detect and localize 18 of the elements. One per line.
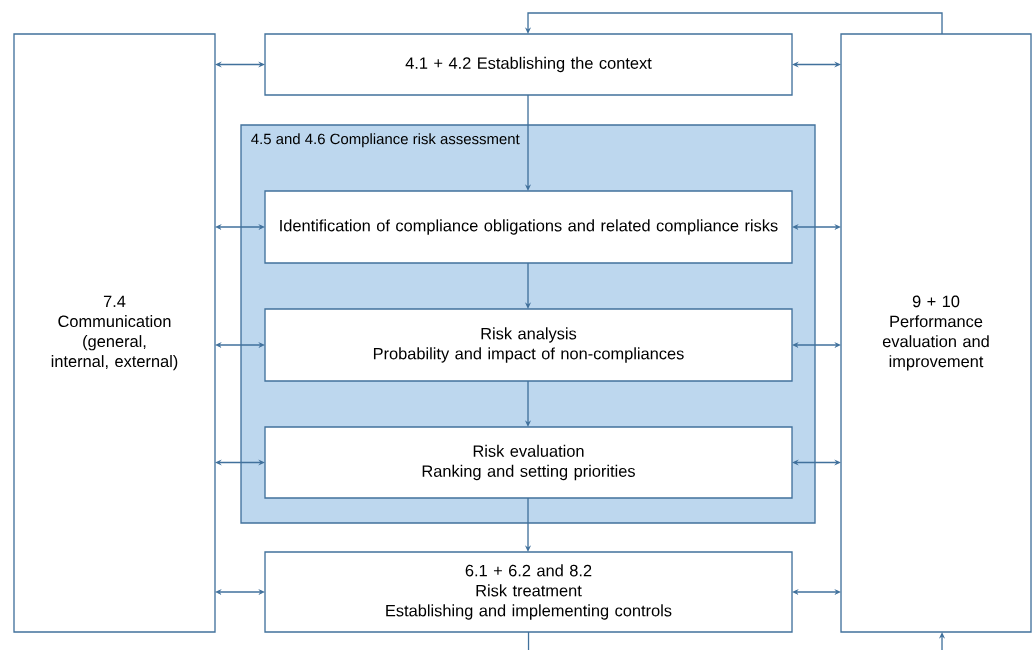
arrow bbox=[215, 61, 265, 68]
arrow bbox=[792, 341, 841, 349]
arrow bbox=[215, 341, 265, 349]
process-box: 7.4 Communication (general, internal, external) bbox=[13, 33, 216, 633]
arrow bbox=[792, 459, 841, 466]
arrow bbox=[215, 459, 265, 466]
arrow bbox=[215, 588, 265, 596]
process-box: Risk evaluation Ranking and setting priorities bbox=[264, 426, 793, 499]
process-box: 4.1 + 4.2 Establishing the context bbox=[264, 33, 793, 96]
arrow bbox=[215, 223, 265, 231]
process-box: Risk analysis Probability and impact of non-compliances bbox=[264, 308, 793, 382]
arrow bbox=[792, 61, 841, 68]
process-box: 6.1 + 6.2 and 8.2 Risk treatment Establishing and implementing controls bbox=[264, 551, 793, 633]
process-box: Identification of compliance obligations and related compliance risks bbox=[264, 190, 793, 264]
process-box: 9 + 10 Performance evaluation and improvement bbox=[840, 33, 1032, 633]
arrow bbox=[792, 223, 841, 231]
arrow bbox=[792, 588, 841, 596]
container-title: 4.5 and 4.6 Compliance risk assessment bbox=[251, 133, 520, 148]
